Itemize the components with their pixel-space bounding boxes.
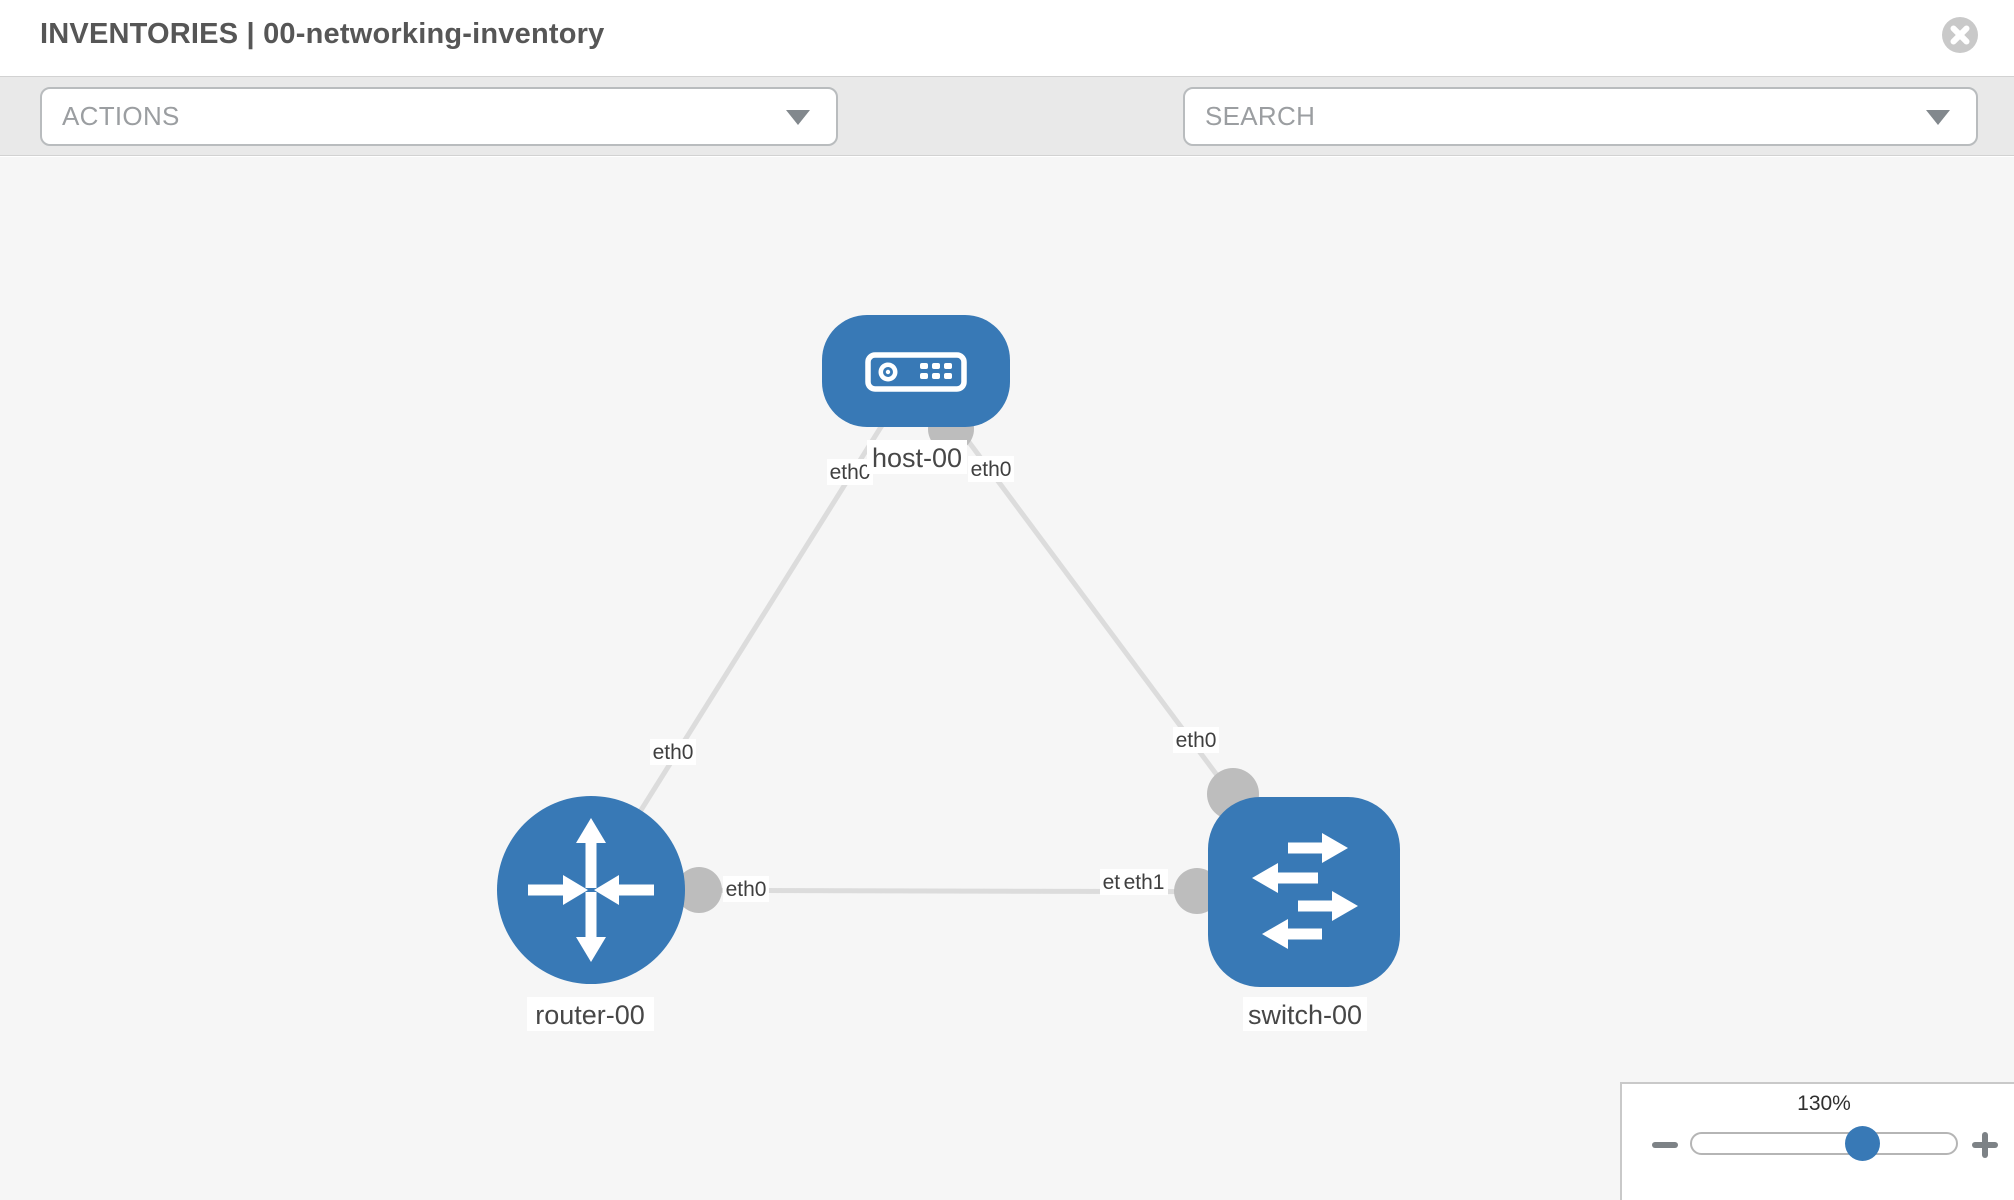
svg-text:eth0: eth0 (830, 461, 871, 484)
interface-label: eth0 (968, 456, 1014, 482)
svg-text:router-00: router-00 (535, 1000, 645, 1030)
svg-text:eth1: eth1 (1124, 871, 1165, 894)
link-host-router[interactable] (588, 369, 919, 892)
page-title: INVENTORIES | 00-networking-inventory (40, 18, 605, 50)
node-switch-00[interactable] (1208, 797, 1400, 987)
svg-text:switch-00: switch-00 (1248, 1000, 1362, 1030)
search-dropdown[interactable]: SEARCH (1183, 87, 1978, 146)
plus-icon (1982, 1132, 1988, 1158)
node-host-00[interactable] (822, 315, 1010, 427)
zoom-panel: 130% (1620, 1082, 2014, 1200)
node-router-00[interactable] (497, 796, 685, 984)
actions-dropdown-label: ACTIONS (62, 101, 180, 131)
zoom-out-button[interactable] (1648, 1130, 1682, 1160)
switch-icon (1252, 833, 1358, 949)
svg-text:eth0: eth0 (726, 878, 767, 901)
node-label-router-00: router-00 (527, 997, 654, 1031)
toolbar: ACTIONS SEARCH (0, 76, 2014, 211)
interface-label: eth1 (1121, 869, 1168, 895)
interface-label: eth0 (650, 739, 696, 765)
host-node-shape (822, 315, 1010, 427)
svg-text:eth0: eth0 (1176, 729, 1217, 752)
interface-label: eth0 (827, 459, 873, 485)
interface-label: eth0 (723, 876, 769, 902)
zoom-slider-track[interactable] (1690, 1132, 1958, 1155)
chevron-down-icon (1926, 109, 1950, 125)
minus-icon (1652, 1142, 1678, 1148)
zoom-in-button[interactable] (1968, 1128, 2002, 1162)
search-dropdown-label: SEARCH (1205, 101, 1316, 131)
router-icon (528, 818, 654, 962)
svg-text:eth0: eth0 (653, 741, 694, 764)
svg-text:host-00: host-00 (872, 443, 962, 473)
close-icon (1942, 17, 1978, 53)
chevron-down-icon (786, 109, 810, 125)
node-label-host-00: host-00 (867, 440, 967, 474)
close-button[interactable] (1941, 16, 1979, 54)
svg-text:eth0: eth0 (971, 458, 1012, 481)
host-icon (865, 352, 967, 392)
app-header: INVENTORIES | 00-networking-inventory (0, 0, 2014, 76)
topology-canvas[interactable]: eth0 eth0 eth0 eth0 eth0 eth0 eth1 (0, 157, 2014, 1200)
zoom-level-label: 130% (1797, 1092, 1851, 1115)
port-circle-router (676, 867, 722, 913)
switch-node-shape (1208, 797, 1400, 987)
node-label-switch-00: switch-00 (1243, 997, 1367, 1031)
zoom-slider-handle[interactable] (1845, 1126, 1880, 1161)
topology-svg: eth0 eth0 eth0 eth0 eth0 eth0 eth1 (497, 315, 1400, 1031)
router-node-shape (497, 796, 685, 984)
actions-dropdown[interactable]: ACTIONS (40, 87, 838, 146)
interface-label: eth0 (1173, 727, 1219, 753)
